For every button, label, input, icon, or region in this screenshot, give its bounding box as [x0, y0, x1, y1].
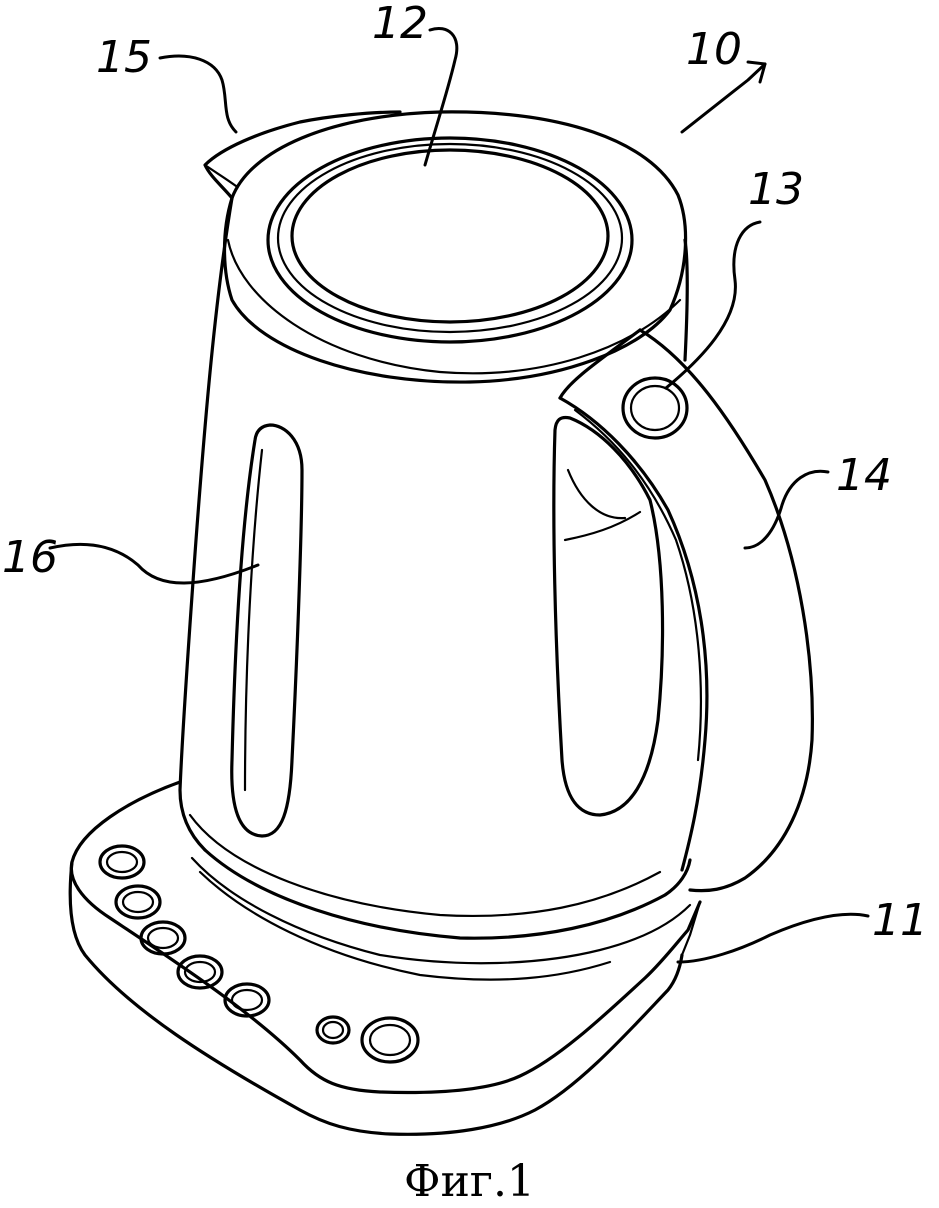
label-base: 11	[872, 895, 928, 946]
kettle-spout	[203, 110, 402, 200]
power-button[interactable]	[621, 376, 689, 440]
kettle-patent-drawing: 15 12 10 13 14 16 11	[2, 0, 928, 1136]
control-button[interactable]	[223, 982, 271, 1018]
kettle-base	[68, 780, 702, 1136]
control-button[interactable]	[360, 1016, 420, 1064]
control-button[interactable]	[139, 920, 187, 956]
label-kettle: 10	[686, 24, 742, 75]
label-spout: 15	[96, 32, 152, 83]
kettle-lid	[222, 110, 688, 384]
label-button: 13	[748, 164, 804, 215]
control-button[interactable]	[176, 954, 224, 990]
control-button[interactable]	[114, 884, 162, 920]
label-handle: 14	[836, 450, 892, 501]
label-window: 16	[2, 532, 58, 583]
water-level-window	[230, 423, 304, 838]
kettle-body	[178, 196, 692, 940]
control-button[interactable]	[315, 1015, 351, 1045]
control-button[interactable]	[98, 844, 146, 880]
label-lid: 12	[372, 0, 428, 49]
figure-caption: Фиг.1	[404, 1156, 535, 1207]
kettle-handle	[552, 328, 814, 893]
control-buttons	[98, 844, 420, 1064]
leader-lines	[48, 27, 870, 964]
